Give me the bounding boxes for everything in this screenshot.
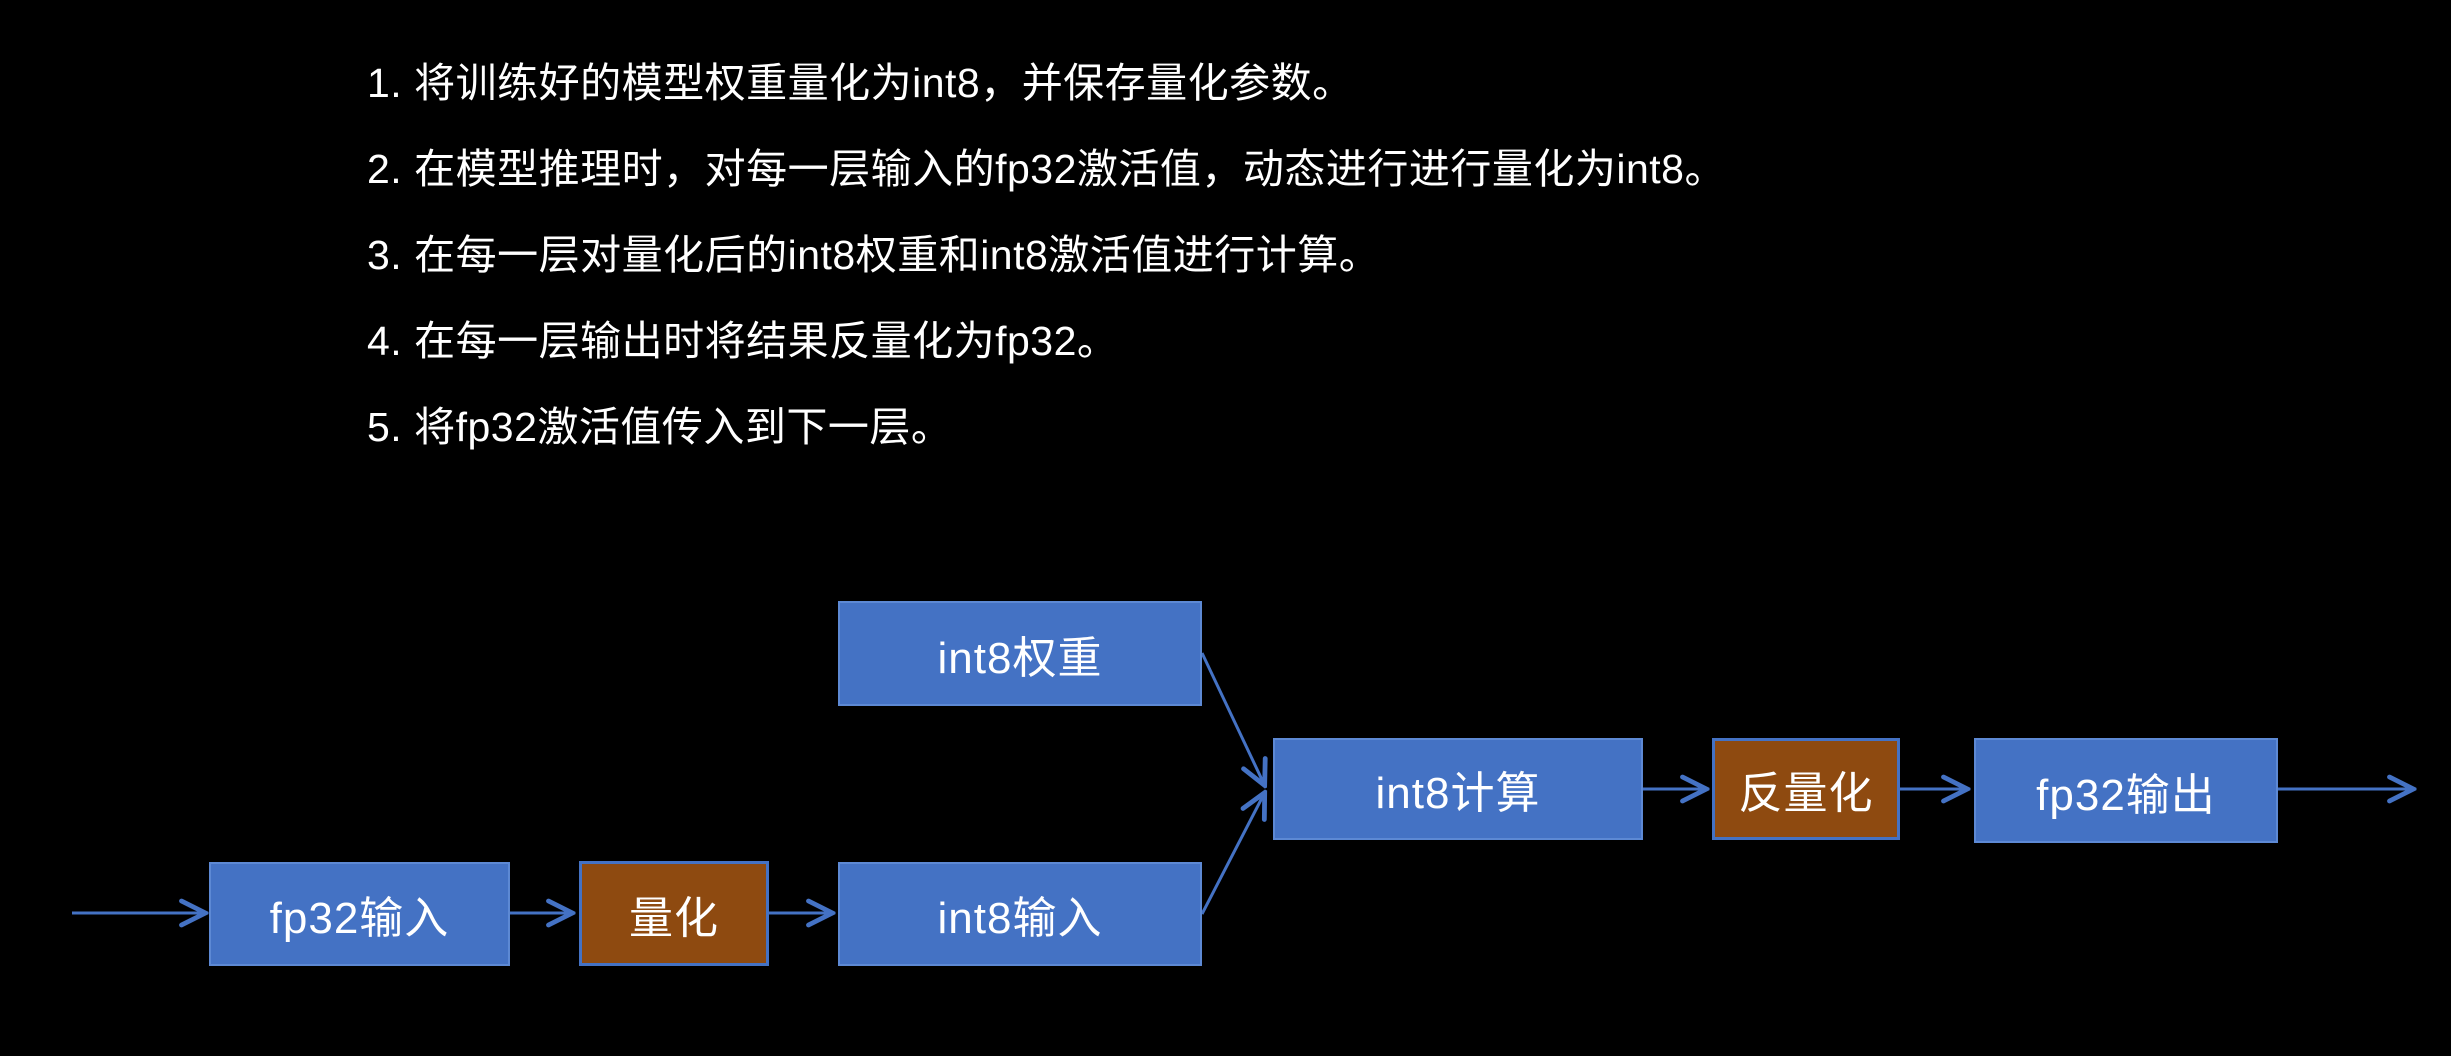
- flow-box-dequantize: 反量化: [1712, 738, 1900, 840]
- flow-box-label: fp32输入: [269, 894, 450, 943]
- flow-box-label: int8权重: [937, 633, 1103, 683]
- flow-box-quantize: 量化: [579, 861, 769, 966]
- flow-box-label: 反量化: [1738, 769, 1874, 818]
- flow-box-fp32-output: fp32输出: [1974, 738, 2278, 843]
- flow-box-fp32-input: fp32输入: [209, 862, 510, 966]
- flow-box-label: int8输入: [937, 894, 1103, 943]
- step-item-2: 2. 在模型推理时，对每一层输入的fp32激活值，动态进行进行量化为int8。: [367, 146, 1726, 192]
- step-item-3: 3. 在每一层对量化后的int8权重和int8激活值进行计算。: [367, 232, 1381, 278]
- flow-box-label: 量化: [629, 893, 719, 943]
- flow-box-label: fp32输出: [2036, 770, 2216, 820]
- step-item-4: 4. 在每一层输出时将结果反量化为fp32。: [367, 318, 1119, 364]
- step-item-5: 5. 将fp32激活值传入到下一层。: [367, 404, 953, 450]
- flow-box-int8-compute: int8计算: [1273, 738, 1643, 840]
- flow-box-label: int8计算: [1375, 769, 1541, 818]
- flow-box-int8-weight: int8权重: [838, 601, 1202, 706]
- step-item-1: 1. 将训练好的模型权重量化为int8，并保存量化参数。: [367, 60, 1354, 106]
- arrow-int8-weight-to-compute: [1200, 652, 1264, 784]
- flow-box-int8-input: int8输入: [838, 862, 1202, 966]
- arrow-int8-input-to-compute: [1200, 794, 1264, 915]
- step-list: 1. 将训练好的模型权重量化为int8，并保存量化参数。 2. 在模型推理时，对…: [367, 40, 1726, 470]
